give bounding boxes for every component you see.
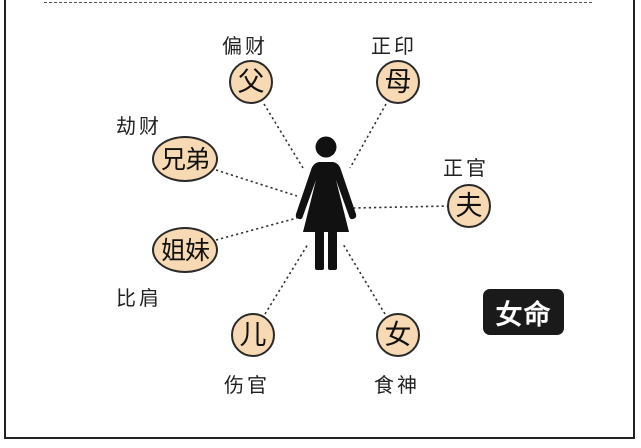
node-mother: 母 [376, 60, 420, 104]
label-father: 偏财 [222, 34, 268, 58]
connector-daughter [342, 243, 386, 315]
connector-brothers [215, 169, 298, 197]
node-son: 儿 [231, 313, 275, 357]
label-mother: 正印 [371, 34, 417, 58]
woman-figure-icon [295, 136, 357, 270]
node-daughter: 女 [376, 313, 420, 357]
node-brothers: 兄弟 [152, 136, 218, 182]
connector-son [264, 243, 309, 315]
label-sisters: 比肩 [116, 286, 162, 310]
label-daughter: 食神 [374, 373, 420, 397]
label-brothers: 劫财 [116, 114, 162, 138]
connector-husband [353, 205, 450, 209]
female-destiny-badge: 女命 [483, 289, 564, 335]
node-sisters: 姐妹 [152, 227, 218, 273]
label-husband: 正官 [443, 156, 489, 180]
node-father: 父 [229, 60, 273, 104]
label-son: 伤官 [224, 373, 270, 397]
connector-mother [349, 103, 387, 169]
node-husband: 夫 [447, 184, 491, 228]
connector-sisters [215, 217, 298, 241]
connector-father [263, 103, 304, 169]
top-dashed-rule [44, 2, 592, 3]
